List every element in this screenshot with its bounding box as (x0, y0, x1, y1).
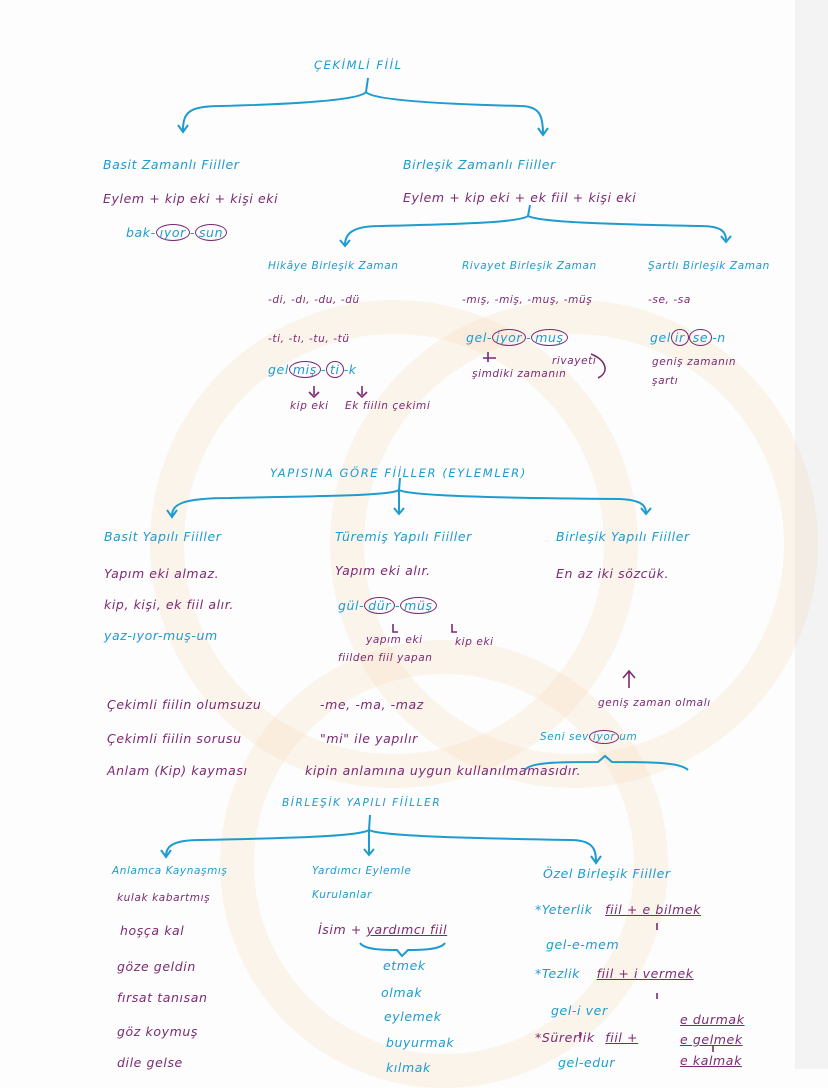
kaynasmis-item-2: hoşça kal (120, 923, 185, 938)
note-sarti: şartı (652, 375, 679, 387)
section-title-cekimli-fiil: ÇEKİMLİ FİİL (314, 58, 403, 72)
kaynasmis-item-6: dile gelse (117, 1055, 183, 1070)
note-kip-eki-2: kip eki (455, 636, 494, 648)
formula-isim-yardimci: İsim + yardımcı fiil (318, 922, 448, 937)
heading-basit-yapili: Basit Yapılı Fiiller (104, 529, 222, 544)
heading-birlesik-zamanli: Birleşik Zamanlı Fiiller (403, 157, 556, 172)
note-kip-eki: kip eki (290, 400, 329, 412)
surerlik-option-2: e gelmek (680, 1032, 743, 1047)
kaynasmis-item-1: kulak kabartmış (117, 892, 211, 904)
heading-birlesik-yapili: Birleşik Yapılı Fiiller (556, 529, 690, 544)
note-olumsuz-label: Çekimli fiilin olumsuzu (107, 697, 262, 712)
birlesik-yapili-line1: En az iki sözcük. (556, 566, 670, 581)
row-tezlik: *Tezlik fiil + i vermek (535, 966, 694, 981)
note-anlam-value: kipin anlamına uygun kullanılmamasıdır. (305, 763, 582, 778)
yardimci-item-3: eylemek (384, 1009, 442, 1024)
yardimci-item-2: olmak (381, 985, 423, 1000)
yardimci-item-5: kılmak (386, 1060, 431, 1075)
example-bak-iyor-sun: bak-ıyor-sun (126, 224, 228, 241)
section-title-yapisina-gore: YAPISINA GÖRE FİİLLER (EYLEMLER) (270, 466, 527, 480)
heading-sartli-birlesik: Şartlı Birleşik Zaman (648, 260, 770, 272)
row-yeterlik: *Yeterlik fiil + e bilmek (535, 902, 701, 917)
heading-kurulanlar: Kurulanlar (312, 889, 372, 901)
kaynasmis-item-3: göze geldin (117, 959, 196, 974)
note-anlam-label: Anlam (Kip) kayması (107, 763, 248, 778)
note-genis-zamanin: geniş zamanın (652, 356, 737, 368)
sartli-suffixes: -se, -sa (648, 294, 691, 306)
heading-yardimci-eylemle: Yardımcı Eylemle (312, 865, 412, 877)
note-soru-value: "mi" ile yapılır (320, 731, 418, 746)
turemis-yapili-line1: Yapım eki alır. (335, 563, 431, 578)
formula-birlesik-zamanli: Eylem + kip eki + ek fiil + kişi eki (403, 190, 637, 205)
note-yapim-eki: yapım eki (366, 634, 423, 646)
heading-ozel-birlesik: Özel Birleşik Fiiller (543, 866, 671, 881)
section-title-birlesik-yapili: BİRLEŞİK YAPILI FİİLLER (282, 797, 442, 809)
yardimci-item-1: etmek (383, 958, 426, 973)
heading-turemis-yapili: Türemiş Yapılı Fiiller (335, 529, 472, 544)
note-rivayeti: rivayeti (552, 355, 597, 367)
hikaye-suffixes-d: -di, -dı, -du, -dü (268, 294, 360, 306)
note-olumsuz-value: -me, -ma, -maz (320, 697, 424, 712)
note-simdiki-zamanin: şimdiki zamanın (472, 368, 567, 380)
hikaye-suffixes-t: -ti, -tı, -tu, -tü (268, 333, 350, 345)
yardimci-item-4: buyurmak (386, 1035, 455, 1050)
heading-rivayet-birlesik: Rivayet Birleşik Zaman (462, 260, 597, 272)
row-surerlik: *Sürerlik fiil + (535, 1030, 639, 1045)
note-genis-zaman-olmali: geniş zaman olmalı (598, 697, 711, 709)
surerlik-option-1: e durmak (680, 1012, 745, 1027)
heading-basit-zamanli: Basit Zamanlı Fiiller (103, 157, 240, 172)
example-gel-edur: gel-edur (558, 1055, 616, 1070)
heading-anlamca-kaynasmis: Anlamca Kaynaşmış (112, 865, 228, 877)
example-gel-i-ver: gel-i ver (551, 1003, 608, 1018)
example-gel-e-mem: gel-e-mem (546, 937, 620, 952)
basit-yapili-line1: Yapım eki almaz. (104, 566, 220, 581)
formula-basit-zamanli: Eylem + kip eki + kişi eki (103, 191, 279, 206)
basit-yapili-line2: kip, kişi, ek fiil alır. (104, 597, 234, 612)
basit-yapili-example: yaz-ıyor-muş-um (104, 628, 218, 643)
note-ek-fiilin-cekimi: Ek fiilin çekimi (345, 400, 431, 412)
heading-hikaye-birlesik: Hikâye Birleşik Zaman (268, 260, 399, 272)
note-fiilden-fiil: fiilden fiil yapan (338, 652, 433, 664)
kaynasmis-item-4: fırsat tanısan (117, 990, 208, 1005)
kaynasmis-item-5: göz koymuş (117, 1024, 199, 1039)
rivayet-example: gel-iyor-muş (466, 329, 568, 346)
note-soru-label: Çekimli fiilin sorusu (107, 731, 242, 746)
turemis-example: gül-dür-müş (338, 597, 437, 614)
rivayet-suffixes: -mış, -miş, -muş, -müş (462, 294, 593, 306)
surerlik-option-3: e kalmak (680, 1053, 742, 1068)
